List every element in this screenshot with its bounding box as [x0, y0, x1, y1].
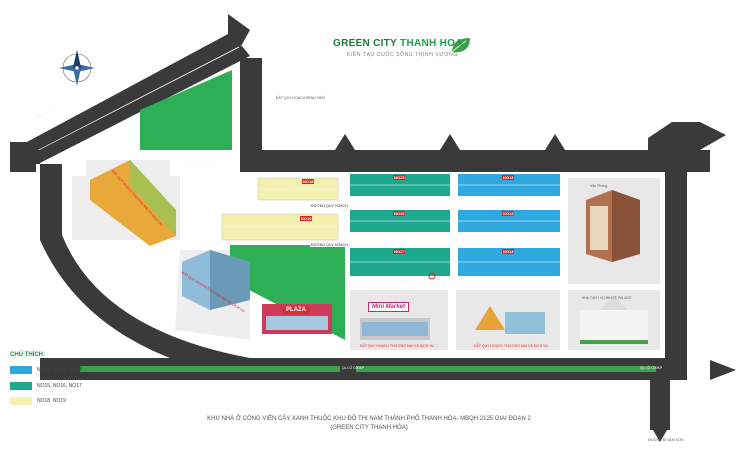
compass-rose-icon: [59, 50, 95, 86]
block-label-no12: NO12: [502, 175, 515, 180]
brand-name-green: GREEN CITY: [333, 38, 397, 49]
mini-market-graphic: [360, 318, 430, 340]
label-ql-bottom-right: QL LỘ C00KP: [640, 366, 663, 370]
legend-swatch-yellow: [10, 397, 32, 405]
arrow-top-right: [648, 122, 700, 150]
palace-graphic: [580, 296, 648, 344]
legend-swatch-teal: [10, 382, 32, 390]
block-label-no18: NO18: [302, 179, 315, 184]
lot-dividers: [222, 184, 560, 263]
plaza-building-graphic: [262, 304, 332, 334]
label-dv-right: ĐẤT QUY HOẠCH THƯƠNG MẠI VÀ DỊCH VỤ: [474, 344, 549, 348]
label-road-west: ĐƯỜNG QUY HOẠCH: [310, 243, 349, 247]
mall-building-graphic: [182, 250, 250, 310]
label-ql-bottom-left: QL LỘ C00KP: [342, 366, 365, 370]
left-building-graphic: [90, 160, 176, 246]
legend-label-blue: NO12, NO13, NO14: [37, 367, 82, 373]
block-label-no15: NO15: [393, 175, 406, 180]
label-to-bottom: ĐƯỜNG ĐI SẦM SƠN: [648, 438, 684, 442]
leaf-logo-icon: [451, 38, 470, 53]
legend-label-teal: NO15, NO16, NO17: [37, 383, 82, 389]
block-label-no16: NO16: [393, 211, 406, 216]
road-median: [356, 366, 656, 372]
mini-market-sign: Mini Market: [368, 302, 410, 312]
road-right-vertical: [665, 150, 687, 380]
brand-name: GREEN CITY THANH HOA: [333, 38, 463, 49]
road-top-horizontal: [240, 150, 710, 172]
road-network: [10, 14, 736, 442]
road-left-curve: [40, 164, 250, 380]
legend-swatch-blue: [10, 366, 32, 374]
caption-line-1: KHU NHÀ Ở CÔNG VIÊN CÂY XANH THUỘC KHU Đ…: [207, 416, 531, 422]
block-label-no13: NO13: [502, 211, 515, 216]
label-road-east: ĐƯỜNG QUY HOẠCH: [310, 204, 349, 208]
caption-line-2: (GREEN CITY THANH HÓA): [330, 425, 408, 431]
plaza-sign: PLAZA: [282, 306, 310, 314]
brand-slogan: KIẾN TẠO CUỘC SỐNG THỊNH VƯỢNG: [347, 52, 458, 58]
service-building-graphic: [475, 306, 545, 334]
label-dv-mid: ĐẤT QUY HOẠCH THƯƠNG MẠI VÀ DỊCH VỤ: [360, 344, 435, 348]
road-inner-vertical: [240, 58, 262, 172]
park-top: [140, 70, 232, 150]
label-benh-vien: ĐẤT QUY HOẠCH BỆNH VIỆN: [276, 96, 325, 100]
label-palace: KHU DỊCH VỤ WHITE PALACE: [582, 296, 632, 300]
label-office: Văn Phòng: [590, 184, 608, 188]
office-building-graphic: [586, 190, 640, 262]
legend-label-yellow: NO18, NO19: [37, 398, 66, 404]
arrow-top-left: [228, 14, 250, 48]
block-label-no14: NO14: [502, 249, 515, 254]
label-park: CÔNG VIÊN CÂY XANH: [182, 166, 221, 170]
highway-diagonal: [12, 34, 240, 150]
block-label-no17: NO17: [393, 249, 406, 254]
brand-name-accent: THANH HOA: [400, 38, 463, 49]
legend-title: CHÚ THÍCH:: [10, 352, 45, 358]
block-label-no19: NO19: [300, 216, 313, 221]
